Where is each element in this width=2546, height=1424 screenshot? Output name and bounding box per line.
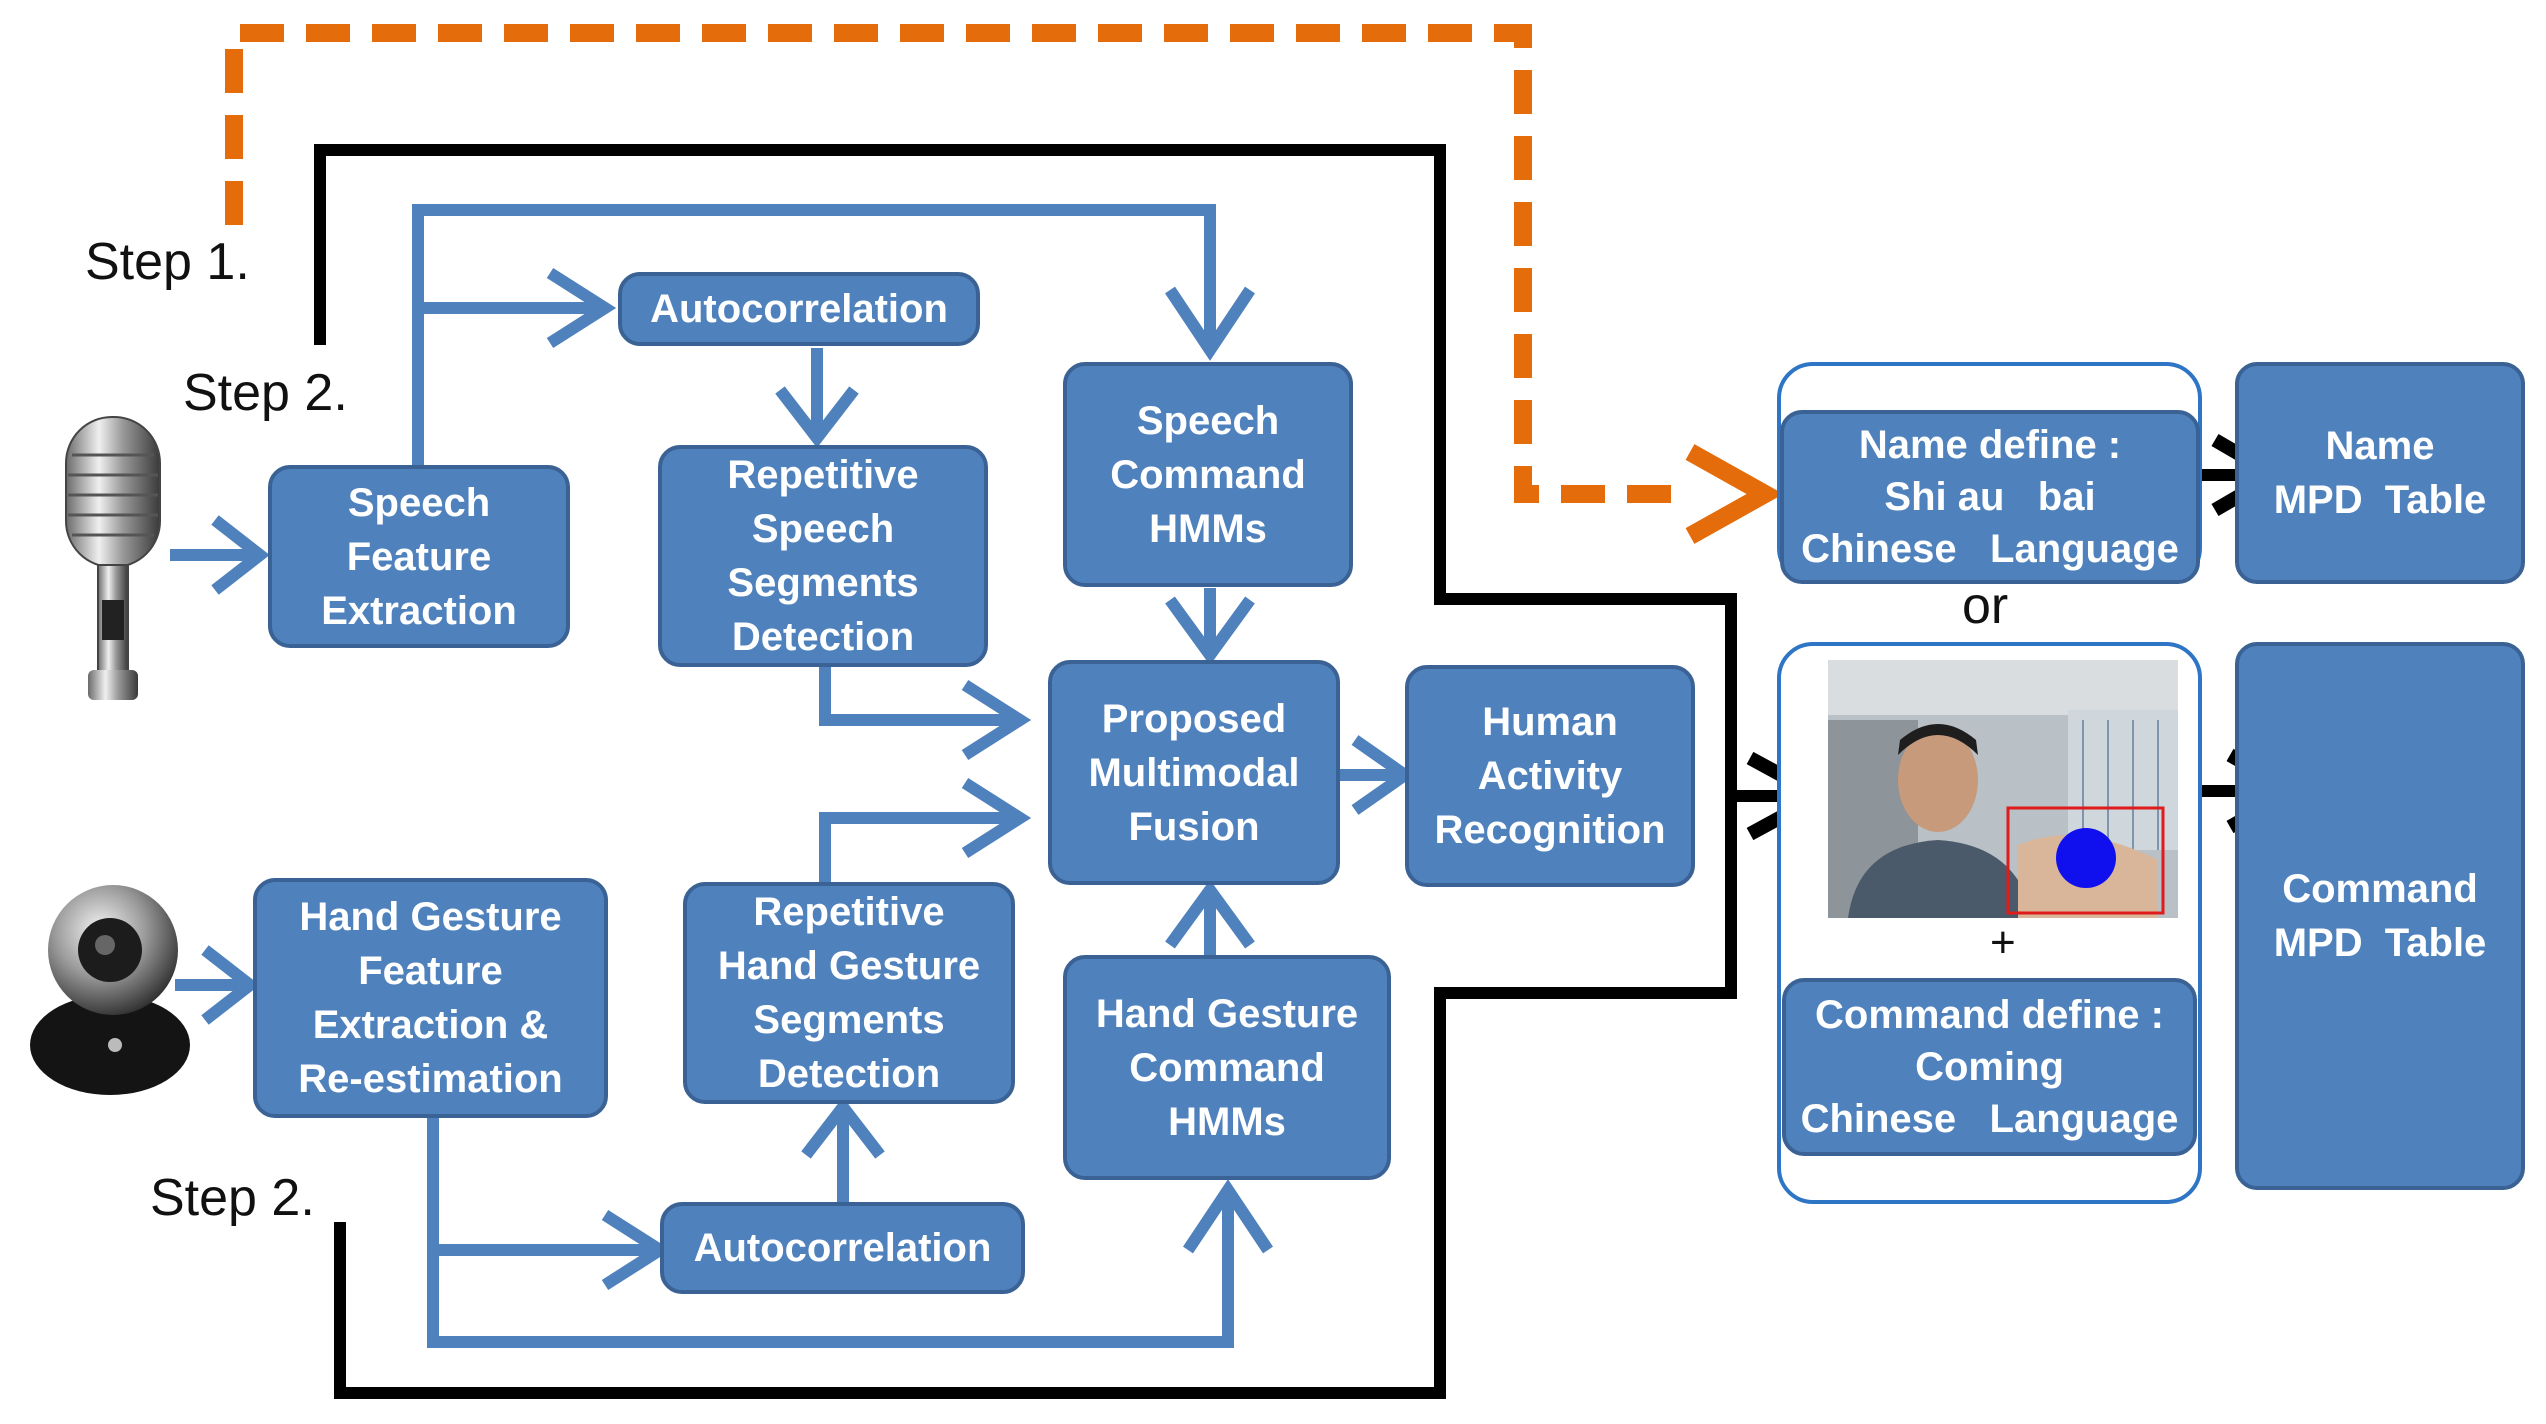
autocorrelation-bottom-box: Autocorrelation	[660, 1202, 1025, 1294]
hand-bottom-bus	[427, 1117, 1234, 1348]
autocorr-to-rep-hand-arrowhead	[801, 1097, 885, 1159]
step2-bottom-label: Step 2.	[150, 1169, 315, 1227]
plus-label: +	[1990, 918, 2016, 967]
webcam-to-hand-arrowhead	[201, 945, 260, 1025]
step2-top-label: Step 2.	[183, 364, 348, 422]
rep-speech-to-fusion-line	[819, 665, 1010, 726]
bottom-bus-arrowhead	[1183, 1179, 1273, 1254]
speech-hmm-to-fusion-arrowhead	[1165, 596, 1255, 666]
rep-speech-to-fusion-arrowhead	[961, 679, 1032, 761]
mic-to-speech-arrowhead	[211, 515, 270, 595]
microphone-icon	[65, 416, 161, 700]
top-bus-arrowhead	[1165, 286, 1255, 361]
hand-hmm-to-fusion-arrowhead	[1165, 879, 1255, 949]
or-label: or	[1962, 577, 2009, 635]
step1-dashed-path	[225, 24, 1690, 503]
rep-hand-to-fusion-line	[819, 812, 1010, 885]
webcam-icon	[30, 885, 190, 1095]
rep-hand-to-fusion-arrowhead	[961, 777, 1032, 859]
autocorr-to-rep-speech-arrowhead	[775, 386, 859, 448]
branch-autocorr-top-arrowhead	[546, 267, 617, 349]
step1-dashed-arrowhead	[1685, 444, 1784, 544]
autocorrelation-top-box: Autocorrelation	[618, 272, 980, 346]
speech-top-bus	[412, 204, 1216, 465]
step1-label: Step 1.	[85, 233, 250, 291]
hand-gesture-photo	[1828, 660, 2178, 918]
